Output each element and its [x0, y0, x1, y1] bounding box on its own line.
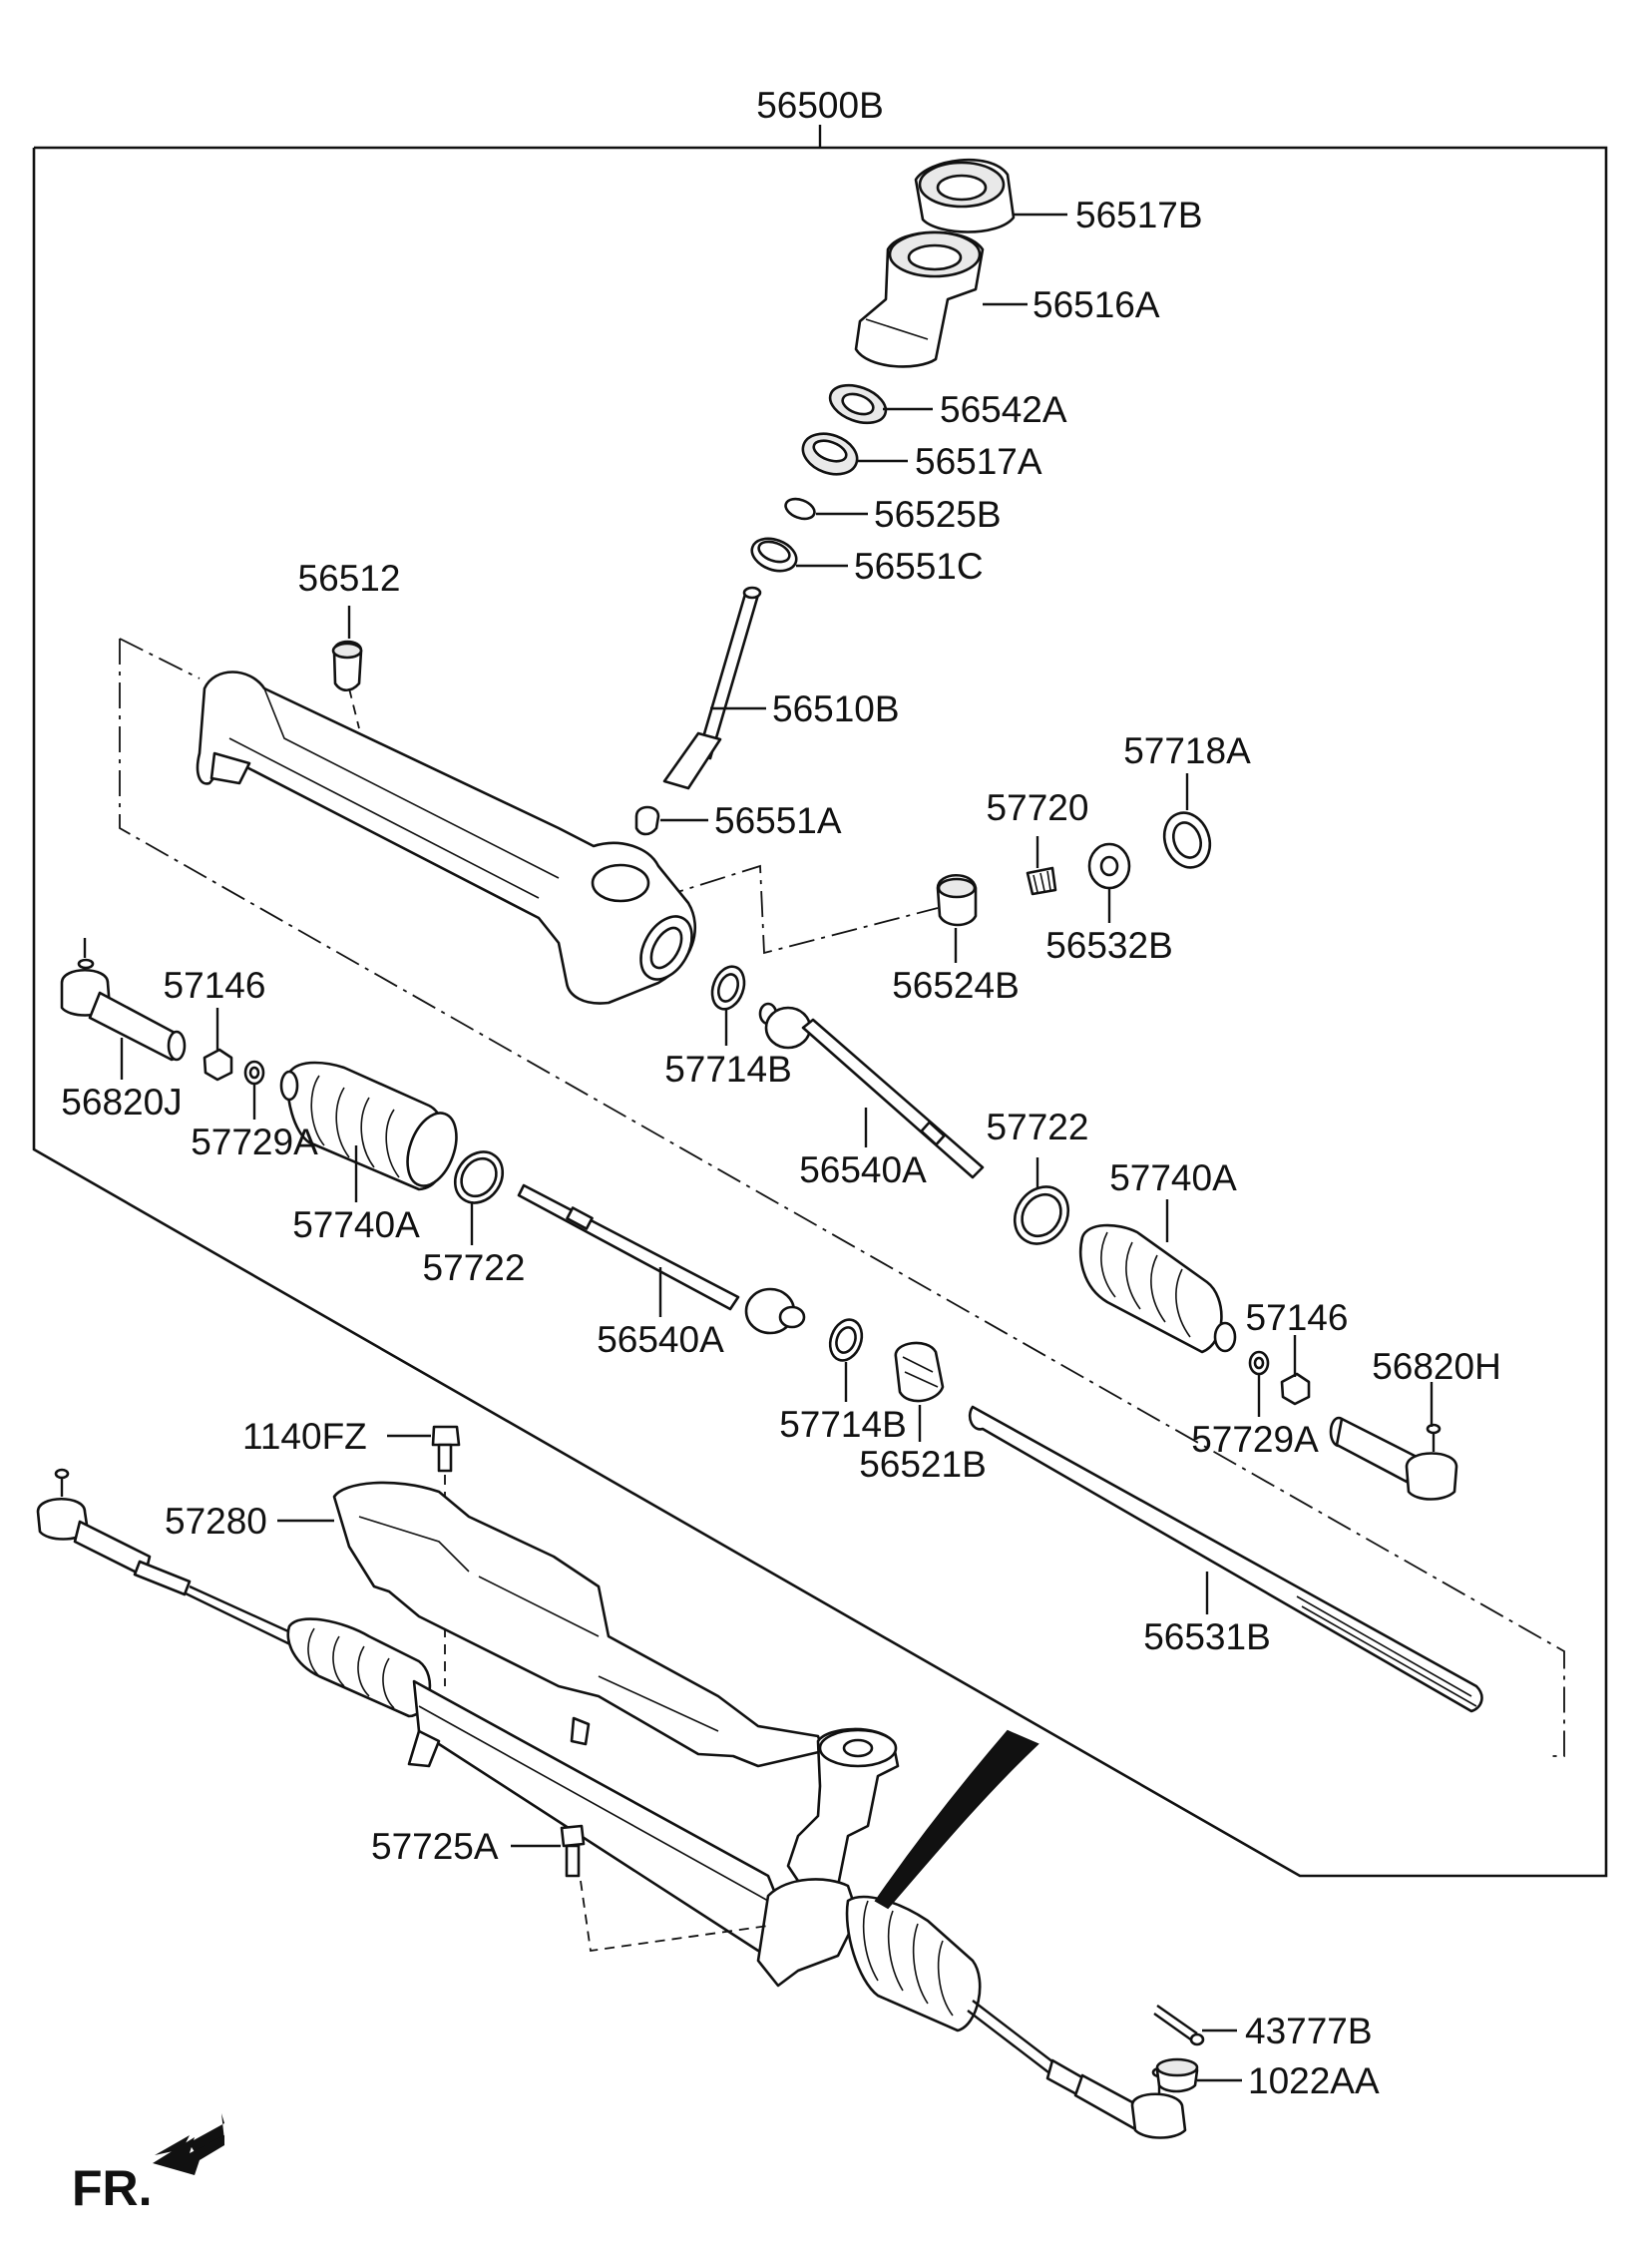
label-56517A: 56517A: [915, 441, 1042, 482]
clip-57729A-right: [1248, 1350, 1270, 1376]
bushing-56512: [331, 640, 363, 729]
label-57729A-left: 57729A: [191, 1122, 318, 1162]
part-labels: 56500B 56517B 56516A 56542A 56517A 56525…: [61, 85, 1501, 2101]
valve-housing-56516A: [854, 230, 985, 368]
label-57720: 57720: [987, 787, 1089, 828]
yoke-plug-56532B: [1087, 842, 1131, 890]
label-56820J: 56820J: [61, 1082, 182, 1123]
label-56510B: 56510B: [772, 688, 900, 729]
dashed-rack-outline: [119, 638, 1565, 1757]
label-56820H: 56820H: [1372, 1346, 1501, 1387]
bushing-56521B: [894, 1341, 945, 1403]
seal-56551A: [634, 805, 660, 836]
label-56532B: 56532B: [1045, 925, 1173, 966]
tie-rod-end-56820H: [1329, 1416, 1458, 1501]
cotter-pin-43777B: [1153, 2005, 1205, 2046]
yoke-56524B: [936, 874, 978, 927]
label-1022AA: 1022AA: [1248, 2060, 1380, 2101]
label-56540A-right: 56540A: [799, 1149, 927, 1190]
label-56517B: 56517B: [1075, 195, 1203, 235]
front-direction-label: FR.: [72, 2160, 153, 2216]
label-57740A-left: 57740A: [292, 1204, 420, 1245]
front-direction: FR.: [72, 2113, 224, 2216]
label-57146-right: 57146: [1246, 1297, 1349, 1338]
label-57714B-lower: 57714B: [779, 1404, 907, 1445]
label-56512: 56512: [298, 558, 401, 599]
inner-tie-rod-56540A-right: [758, 1002, 985, 1179]
washer-57714B-lower: [828, 1318, 864, 1362]
rack-bar-56531B: [968, 1405, 1483, 1713]
label-43777B: 43777B: [1245, 2011, 1373, 2051]
label-56531B: 56531B: [1143, 1616, 1271, 1657]
leader-lines: [120, 213, 1434, 2082]
nut-57146-left: [203, 1048, 233, 1082]
bearing-56517A: [801, 432, 859, 476]
label-1140FZ: 1140FZ: [242, 1416, 367, 1457]
label-56516A: 56516A: [1032, 284, 1160, 325]
clip-57729A-left: [243, 1060, 265, 1086]
spring-57720: [1026, 866, 1057, 896]
label-57729A-right: 57729A: [1191, 1419, 1319, 1460]
bearing-56542A: [828, 383, 888, 425]
label-56540A-left: 56540A: [597, 1319, 724, 1360]
snap-ring-56525B: [784, 497, 816, 521]
label-56521B: 56521B: [859, 1444, 987, 1485]
pinion-shaft-56510B: [662, 586, 762, 790]
label-57740A-right: 57740A: [1109, 1157, 1237, 1198]
lower-gear-assembly: [36, 1468, 1187, 2139]
front-arrow-head: [153, 2135, 224, 2175]
gear-housing: [196, 671, 696, 1005]
castle-nut-1022AA: [1155, 2057, 1199, 2093]
label-57280: 57280: [165, 1501, 267, 1542]
label-57722-left: 57722: [423, 1247, 526, 1288]
label-56500B: 56500B: [756, 85, 884, 126]
heat-protector-57280: [332, 1481, 825, 1768]
label-56551A: 56551A: [714, 800, 842, 841]
dust-cover-56517B: [914, 158, 1016, 233]
label-56551C: 56551C: [854, 546, 984, 587]
inner-tie-rod-56540A-left: [517, 1183, 806, 1335]
oil-seal-56551C: [750, 537, 798, 573]
label-57146-left: 57146: [164, 965, 266, 1006]
bellows-57740A-left: [279, 1061, 458, 1191]
clamp-57722-left: [453, 1150, 505, 1204]
label-57718A: 57718A: [1123, 730, 1251, 771]
tie-rod-end-56820J: [60, 938, 187, 1062]
label-57714B-upper: 57714B: [664, 1049, 792, 1090]
label-57722-right: 57722: [987, 1107, 1089, 1147]
lock-nut-57718A: [1162, 811, 1212, 869]
bolt-57725A: [560, 1824, 769, 1953]
washer-57714B-upper: [710, 965, 746, 1011]
clamp-57722-right: [1013, 1185, 1070, 1245]
label-56524B: 56524B: [892, 965, 1020, 1006]
assembly-frame: [32, 125, 1608, 1878]
bellows-57740A-right: [1078, 1223, 1237, 1354]
label-56542A: 56542A: [940, 389, 1067, 430]
label-56525B: 56525B: [874, 494, 1002, 535]
nut-57146-right: [1280, 1372, 1311, 1406]
label-57725A: 57725A: [371, 1826, 499, 1867]
